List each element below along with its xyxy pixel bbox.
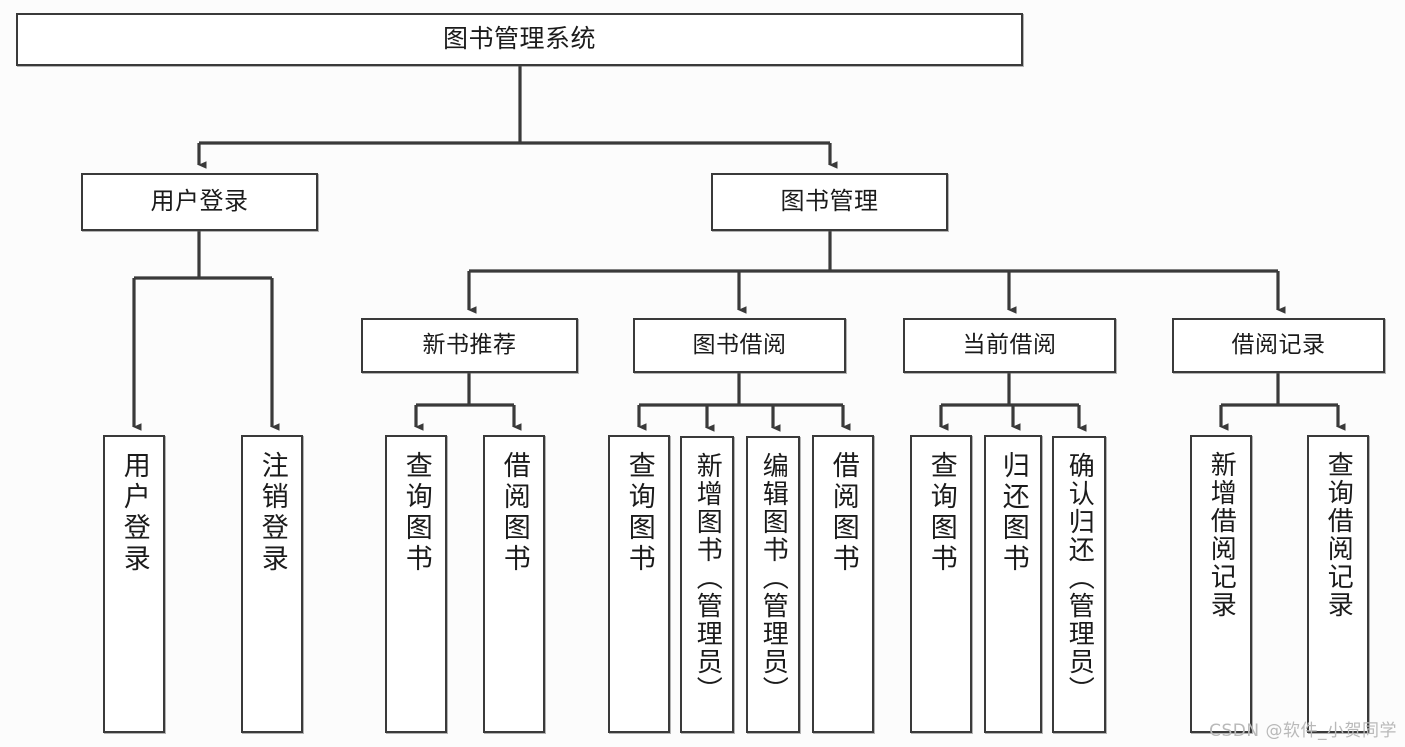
node-book-borrow-label: 图书借阅 [692, 332, 787, 359]
node-leaf-edit-book-label: 编辑图书（管理员） [758, 452, 789, 704]
node-book-manage[interactable]: 图书管理 [711, 173, 948, 231]
node-leaf-confirm-return-label: 确认归还（管理员） [1064, 452, 1095, 704]
node-leaf-confirm-return[interactable]: 确认归还（管理员） [1052, 436, 1106, 733]
node-leaf-query-book-1-label: 查询图书 [400, 451, 432, 575]
node-leaf-return-book[interactable]: 归还图书 [984, 435, 1042, 733]
node-leaf-query-book-3-label: 查询图书 [925, 451, 957, 575]
csdn-watermark: CSDN @软件_小贺同学 [1209, 721, 1397, 741]
node-borrow-record[interactable]: 借阅记录 [1172, 318, 1385, 373]
node-current-borrow[interactable]: 当前借阅 [903, 318, 1116, 373]
node-root[interactable]: 图书管理系统 [16, 13, 1023, 66]
node-leaf-user-logout[interactable]: 注销登录 [241, 435, 303, 733]
node-leaf-user-login-label: 用户登录 [118, 451, 150, 575]
node-leaf-query-book-1[interactable]: 查询图书 [385, 435, 447, 733]
node-book-manage-label: 图书管理 [780, 187, 879, 216]
node-root-label: 图书管理系统 [442, 24, 596, 54]
node-leaf-query-book-3[interactable]: 查询图书 [910, 435, 972, 733]
node-borrow-record-label: 借阅记录 [1231, 332, 1326, 359]
node-leaf-add-book-label: 新增图书（管理员） [692, 452, 723, 704]
node-new-book-rec[interactable]: 新书推荐 [361, 318, 578, 373]
node-leaf-query-book-2-label: 查询图书 [623, 451, 655, 575]
node-leaf-query-record[interactable]: 查询借阅记录 [1307, 435, 1369, 733]
node-leaf-user-login[interactable]: 用户登录 [103, 435, 165, 733]
node-leaf-borrow-book-1-label: 借阅图书 [498, 451, 530, 575]
node-user-login-label: 用户登录 [150, 187, 249, 216]
node-book-borrow[interactable]: 图书借阅 [633, 318, 846, 373]
node-leaf-add-book[interactable]: 新增图书（管理员） [680, 436, 734, 733]
node-leaf-return-book-label: 归还图书 [997, 451, 1029, 575]
node-leaf-borrow-book-1[interactable]: 借阅图书 [483, 435, 545, 733]
node-leaf-user-logout-label: 注销登录 [256, 451, 288, 575]
node-leaf-edit-book[interactable]: 编辑图书（管理员） [746, 436, 800, 733]
node-leaf-borrow-book-2[interactable]: 借阅图书 [812, 435, 874, 733]
node-leaf-add-record[interactable]: 新增借阅记录 [1190, 435, 1252, 733]
node-user-login[interactable]: 用户登录 [81, 173, 318, 231]
node-leaf-borrow-book-2-label: 借阅图书 [827, 451, 859, 575]
node-leaf-add-record-label: 新增借阅记录 [1206, 451, 1237, 619]
node-leaf-query-book-2[interactable]: 查询图书 [608, 435, 670, 733]
node-current-borrow-label: 当前借阅 [962, 332, 1057, 359]
node-new-book-rec-label: 新书推荐 [422, 332, 517, 359]
node-leaf-query-record-label: 查询借阅记录 [1323, 451, 1354, 619]
